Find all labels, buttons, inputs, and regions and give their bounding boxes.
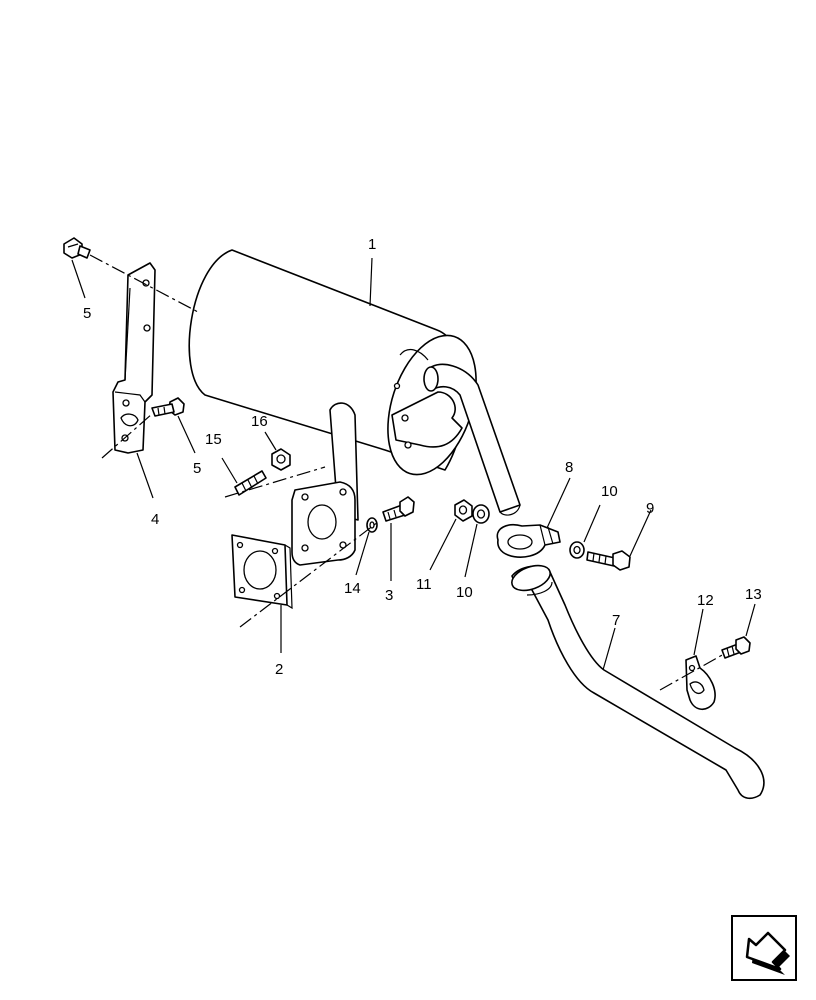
callout-13: 13 — [745, 586, 762, 603]
callout-16: 16 — [251, 413, 268, 430]
callout-7: 7 — [612, 612, 620, 629]
muffler-inlet-bracket — [291, 402, 359, 566]
back-navigation-button[interactable] — [731, 915, 797, 981]
callout-2: 2 — [275, 661, 283, 678]
callout-5-lower: 5 — [193, 460, 201, 477]
washer-10-right — [569, 541, 585, 559]
callout-1: 1 — [368, 236, 376, 253]
callout-8: 8 — [565, 459, 573, 476]
callout-9: 9 — [646, 500, 654, 517]
tail-pipe-7 — [511, 564, 765, 800]
muffler-outlet-pipe — [423, 363, 521, 516]
nut-11 — [454, 499, 473, 522]
bolt-5-upper — [63, 237, 91, 259]
assembly-center-lines — [89, 254, 725, 691]
bolt-9 — [586, 550, 631, 571]
callout-5-upper: 5 — [83, 305, 91, 322]
callout-10-left: 10 — [456, 584, 473, 601]
bolt-3 — [382, 496, 415, 522]
callout-4: 4 — [151, 511, 159, 528]
washer-10-left — [472, 504, 490, 524]
callout-11: 11 — [416, 576, 432, 593]
callout-15: 15 — [205, 431, 222, 448]
muffler — [188, 249, 477, 476]
bracket-4 — [112, 262, 156, 454]
bolt-5-lower — [151, 397, 185, 417]
nut-16 — [271, 448, 291, 471]
leader-lines — [71, 257, 756, 671]
gasket-2 — [231, 534, 293, 610]
stud-15 — [234, 470, 267, 496]
bracket-12 — [685, 655, 716, 711]
clamp-8 — [496, 524, 561, 558]
callout-14: 14 — [344, 580, 361, 597]
callout-12: 12 — [697, 592, 714, 609]
callout-3: 3 — [385, 587, 393, 604]
callout-10-right: 10 — [601, 483, 618, 500]
bolt-13 — [721, 636, 751, 659]
arrow-back-icon — [745, 931, 790, 975]
callout-labels: 1 5 5 4 16 15 14 3 2 11 10 8 10 9 7 12 1… — [83, 236, 762, 678]
